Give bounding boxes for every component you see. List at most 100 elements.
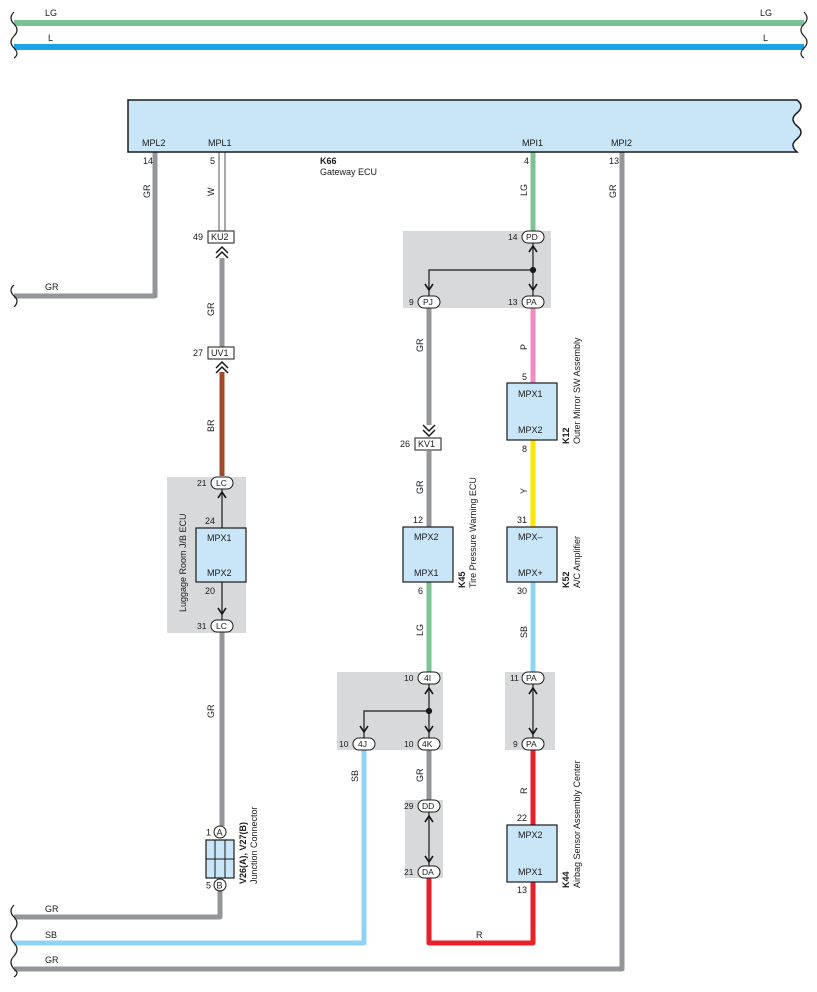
- junction-a-circle: [213, 825, 227, 839]
- k44-top-label: MPX2: [518, 830, 543, 840]
- k12-bottom-label: MPX2: [518, 425, 543, 435]
- connector-ku2-id: KU2: [211, 232, 229, 242]
- connector-lc21-pin: 21: [197, 478, 207, 488]
- connector-pa11-pin: 11: [510, 673, 519, 683]
- label-ku2-uv1: GR: [206, 302, 216, 316]
- connector-dd-id: DD: [422, 801, 434, 811]
- connector-pj: PJ 9: [409, 295, 441, 309]
- label-k52-pa: SB: [519, 626, 529, 638]
- junction-area-dd: [405, 800, 443, 878]
- bus-lg-label-left: LG: [45, 8, 57, 18]
- k52-pin-bottom: 30: [517, 586, 527, 596]
- break-mark-left-upper: [10, 284, 18, 308]
- label-mpl2: GR: [142, 184, 152, 198]
- connector-pa13: PA 13: [508, 295, 545, 309]
- gateway-pin-mpi1-num: 4: [524, 156, 529, 166]
- bus-l-label-right: L: [763, 33, 768, 43]
- junction-a-id: A: [217, 828, 223, 838]
- k45-bottom-label: MPX1: [414, 568, 439, 578]
- k52-bottom-label: MPX+: [518, 568, 543, 578]
- bus-l-label-left: L: [48, 33, 53, 43]
- connector-da-pin: 21: [404, 867, 414, 877]
- connector-da: DA 21: [404, 865, 441, 879]
- wire-mpl2-gr: [14, 152, 158, 299]
- connector-pa13-pin: 13: [508, 297, 518, 307]
- junction-b-id: B: [217, 881, 223, 891]
- k45-top-label: MPX2: [414, 532, 439, 542]
- connector-4i-id: 4I: [424, 673, 431, 683]
- gateway-pin-mpi2-name: MPI2: [611, 138, 632, 148]
- connector-pa11: PA 11: [510, 671, 545, 685]
- break-mark-left-lower: [10, 904, 18, 978]
- gateway-pin-mpl2-name: MPL2: [142, 138, 166, 148]
- k12-top-label: MPX1: [518, 389, 543, 399]
- k52-top-label: MPX–: [518, 532, 543, 542]
- gateway-pin-mpi2-num: 13: [609, 156, 619, 166]
- connector-uv1-pin: 27: [193, 348, 203, 358]
- connector-ku2-chevron: [215, 245, 229, 259]
- connector-4j-pin: 10: [339, 739, 349, 749]
- connector-4j-id: 4J: [358, 739, 367, 749]
- component-k12: MPX1 MPX2 5 8 K12 Outer Mirror SW Assemb…: [506, 337, 582, 454]
- connector-da-id: DA: [422, 867, 434, 877]
- wires: [14, 152, 625, 972]
- wire-4j-sb: [14, 750, 367, 946]
- connector-kv1: KV1 26: [400, 424, 442, 451]
- label-bottom-gr2: GR: [45, 955, 59, 965]
- connector-pa11-id: PA: [526, 673, 537, 683]
- k44-pin-bottom: 13: [517, 885, 527, 895]
- k44-pin-top: 22: [517, 813, 527, 823]
- k45-pin-top: 12: [413, 515, 423, 525]
- wire-da-k44-r: [426, 878, 536, 946]
- junction-name: Junction Connector: [249, 806, 259, 884]
- gateway-code: K66: [320, 156, 337, 166]
- k45-name: Tire Pressure Warning ECU: [468, 477, 478, 588]
- connector-uv1: UV1 27: [193, 346, 235, 374]
- label-pa-k12: P: [519, 344, 529, 350]
- connector-ku2-pin: 49: [193, 232, 203, 242]
- label-uv1-lc: BR: [206, 419, 216, 432]
- junction-a-pin: 1: [206, 828, 211, 838]
- luggage-bottom-label: MPX2: [207, 568, 232, 578]
- connector-4k-id: 4K: [422, 739, 433, 749]
- connector-pa9: PA 9: [513, 737, 545, 751]
- connector-uv1-chevron: [215, 360, 229, 374]
- connector-dd-pin: 29: [404, 801, 414, 811]
- junction-b-pin: 5: [206, 881, 211, 891]
- connector-pa9-id: PA: [526, 739, 537, 749]
- component-k44: MPX2 MPX1 22 13 K44 Airbag Sensor Assemb…: [506, 760, 582, 895]
- label-mpi1: LG: [519, 184, 529, 196]
- label-mpi2: GR: [608, 184, 618, 198]
- label-left-gr: GR: [45, 282, 59, 292]
- k45-code: K45: [457, 571, 467, 588]
- junction-area-pa: [505, 672, 555, 750]
- label-pj-kv1: GR: [415, 338, 425, 352]
- junction-code: V26(A), V27(B): [238, 822, 248, 884]
- label-kv1-k45: GR: [415, 480, 425, 494]
- bus-break-right: [800, 11, 808, 59]
- splices: [217, 243, 538, 866]
- gateway-name: Gateway ECU: [320, 167, 377, 177]
- component-k52: MPX– MPX+ 31 30 K52 A/C Amplifier: [506, 515, 582, 596]
- connector-ku2: KU2 49: [193, 230, 235, 259]
- connector-kv1-chevron: [422, 424, 436, 438]
- label-mpl1: W: [206, 187, 216, 196]
- top-bus: LG LG L L: [10, 8, 808, 59]
- k12-code: K12: [561, 427, 571, 444]
- connector-uv1-id: UV1: [211, 348, 229, 358]
- connector-kv1-pin: 26: [400, 439, 410, 449]
- label-4k-dd: GR: [415, 768, 425, 782]
- gateway-ecu: MPL2 MPL1 MPI1 MPI2 14 5 4 13 K66 Gatewa…: [127, 99, 802, 177]
- gateway-pin-mpl2-num: 14: [143, 156, 153, 166]
- connector-4i-pin: 10: [404, 673, 414, 683]
- label-pa-k44: R: [519, 787, 529, 794]
- gateway-pin-mpi1-name: MPI1: [522, 138, 543, 148]
- label-bottom-sb: SB: [45, 930, 57, 940]
- bus-lg-label-right: LG: [760, 8, 772, 18]
- gateway-pin-mpl1-num: 5: [210, 156, 215, 166]
- connector-kv1-id: KV1: [418, 439, 435, 449]
- label-lc-junction: GR: [206, 704, 216, 718]
- label-4j: SB: [350, 770, 360, 782]
- connector-lc21-id: LC: [216, 478, 227, 488]
- component-luggage-room-jb-ecu: MPX1 MPX2 24 20 Luggage Room J/B ECU: [178, 513, 247, 612]
